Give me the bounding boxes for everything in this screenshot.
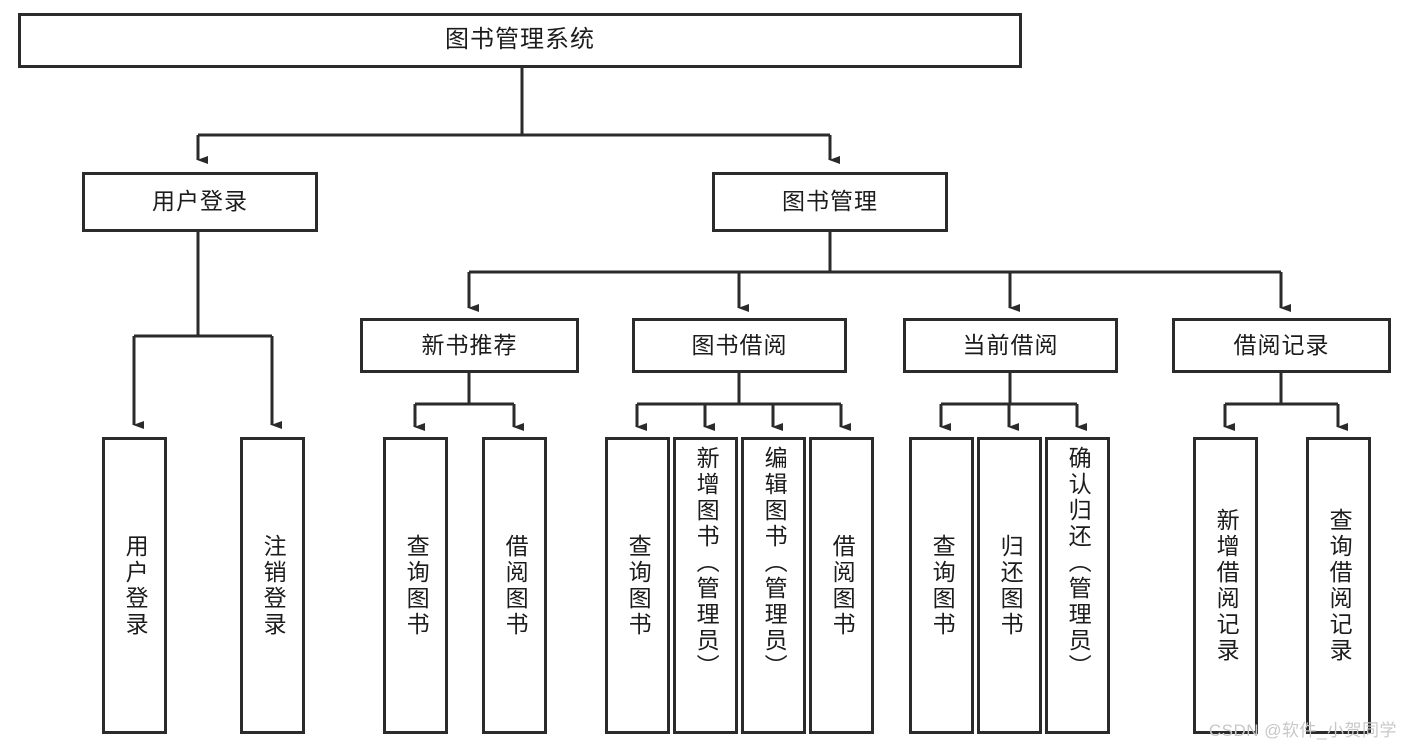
leaf-query-borrow-record[interactable]: 查询借阅记录 [1306,437,1371,734]
leaf-label: 确认归还（管理员） [1065,446,1092,680]
node-book-borrow[interactable]: 图书借阅 [632,318,847,373]
node-label: 借阅记录 [1233,331,1330,358]
leaf-borrow-book-recommend[interactable]: 借阅图书 [482,437,547,734]
leaf-add-book-admin[interactable]: 新增图书（管理员） [673,437,738,734]
node-new-book-recommend[interactable]: 新书推荐 [360,318,579,373]
leaf-query-book-borrow[interactable]: 查询图书 [605,437,670,734]
node-label: 图书管理系统 [445,26,595,54]
node-label: 图书管理 [782,188,878,215]
node-label: 新书推荐 [421,331,518,358]
leaf-borrow-book[interactable]: 借阅图书 [809,437,874,734]
leaf-label: 借阅图书 [829,533,856,638]
node-current-borrow[interactable]: 当前借阅 [903,318,1118,373]
connector-new-book-to-leaves [413,373,524,431]
watermark: CSDN @软件_小贺同学 [1208,721,1397,740]
leaf-confirm-return-admin[interactable]: 确认归还（管理员） [1045,437,1110,734]
leaf-label: 查询借阅记录 [1326,507,1353,664]
leaf-label: 查询图书 [403,533,430,638]
leaf-label: 借阅图书 [502,533,529,638]
connector-current-borrow-to-leaves [939,373,1087,431]
leaf-user-login[interactable]: 用户登录 [102,437,167,734]
node-root-book-management-system[interactable]: 图书管理系统 [18,13,1022,68]
leaf-label: 查询图书 [625,533,652,638]
leaf-label: 新增图书（管理员） [693,446,720,680]
node-user-login[interactable]: 用户登录 [82,172,318,232]
leaf-edit-book-admin[interactable]: 编辑图书（管理员） [741,437,806,734]
connector-root-to-level2 [196,68,840,164]
leaf-query-book-current[interactable]: 查询图书 [909,437,974,734]
node-label: 当前借阅 [962,331,1059,358]
connector-book-borrow-to-leaves [635,373,851,431]
leaf-label: 归还图书 [997,533,1024,638]
leaf-label: 注销登录 [260,533,287,638]
leaf-label: 查询图书 [929,533,956,638]
node-borrow-record[interactable]: 借阅记录 [1172,318,1391,373]
node-label: 用户登录 [152,188,248,215]
leaf-query-book-recommend[interactable]: 查询图书 [383,437,448,734]
connector-user-login-to-leaves [132,232,282,429]
leaf-add-borrow-record[interactable]: 新增借阅记录 [1193,437,1258,734]
connector-borrow-record-to-leaves [1223,373,1348,431]
leaf-label: 新增借阅记录 [1213,507,1240,664]
node-label: 图书借阅 [691,331,788,358]
connector-book-manage-to-level3 [467,232,1291,312]
leaf-label: 用户登录 [122,533,149,638]
leaf-label: 编辑图书（管理员） [761,446,788,680]
leaf-logout-login[interactable]: 注销登录 [240,437,305,734]
node-book-management[interactable]: 图书管理 [712,172,948,232]
leaf-return-book[interactable]: 归还图书 [977,437,1042,734]
